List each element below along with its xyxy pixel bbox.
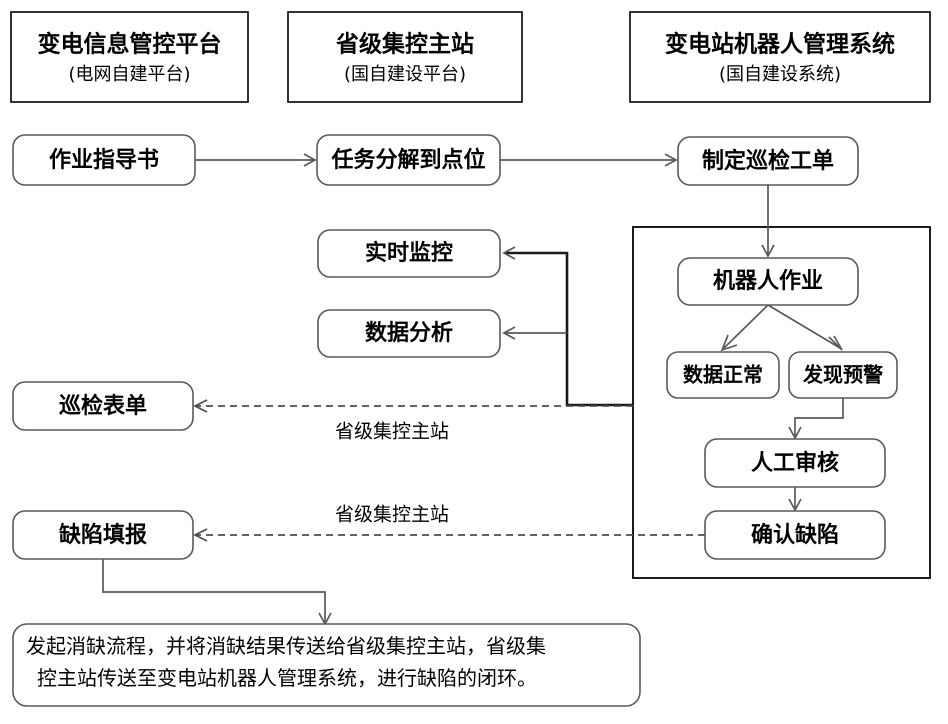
node-label-create-work-order: 制定巡检工单	[702, 148, 834, 174]
node-inspection-form[interactable]: 巡检表单	[12, 381, 194, 431]
summary-line-2: 控主站传送至变电站机器人管理系统，进行缺陷的闭环。	[37, 666, 537, 690]
header-subtitle-robot-system: (国自建设系统)	[719, 64, 841, 85]
header-box-platform-robot-system[interactable]: 变电站机器人管理系统 (国自建设系统)	[629, 11, 931, 103]
node-rect	[317, 309, 501, 358]
connector-manual-review-to-confirm-defect	[788, 487, 802, 512]
header-box-platform-provincial[interactable]: 省级集控主站 (国自建设平台)	[287, 11, 523, 103]
connector-robot-operation-to-data-normal	[720, 304, 769, 352]
connector-task-decompose-to-create-work-order	[500, 153, 678, 167]
summary-box-rect	[12, 623, 641, 707]
connector-panel-to-inspection-form	[193, 399, 633, 413]
node-confirm-defect[interactable]: 确认缺陷	[704, 510, 886, 560]
header-box-rect	[287, 11, 523, 103]
node-label-robot-operation: 机器人作业	[713, 269, 823, 294]
node-label-data-normal: 数据正常	[683, 363, 763, 387]
header-subtitle-provincial: (国自建设平台)	[344, 64, 466, 85]
node-label-defect-report: 缺陷填报	[59, 522, 147, 548]
connector-alarm-found-to-manual-review	[788, 398, 844, 440]
node-rect	[666, 351, 780, 399]
node-create-work-order[interactable]: 制定巡检工单	[677, 136, 859, 186]
node-rect	[788, 351, 898, 399]
node-alarm-found[interactable]: 发现预警	[788, 351, 898, 399]
node-label-manual-review: 人工审核	[751, 450, 839, 476]
node-label-task-decompose: 任务分解到点位	[330, 147, 485, 173]
edge-label-inspection-form: 省级集控主站	[335, 421, 449, 443]
node-work-instruction[interactable]: 作业指导书	[12, 134, 196, 186]
connector-panel-to-monitoring-trunk	[502, 246, 633, 407]
node-defect-report[interactable]: 缺陷填报	[12, 510, 194, 560]
node-manual-review[interactable]: 人工审核	[704, 438, 886, 488]
node-label-data-analysis: 数据分析	[365, 320, 453, 346]
robot-system-panel	[632, 226, 931, 579]
node-label-realtime-monitor: 实时监控	[365, 240, 453, 266]
connector-confirm-defect-to-defect-report	[193, 528, 705, 542]
header-title-robot-system: 变电站机器人管理系统	[665, 31, 895, 58]
header-box-rect	[10, 11, 249, 103]
header-title-substation-info: 变电信息管控平台	[38, 31, 222, 58]
connector-defect-report-to-summary	[102, 558, 332, 626]
node-rect	[677, 136, 859, 186]
node-label-confirm-defect: 确认缺陷	[751, 522, 839, 548]
connector-trunk-to-data-analysis	[502, 326, 567, 340]
connector-robot-operation-to-alarm-found	[767, 304, 843, 351]
node-data-analysis[interactable]: 数据分析	[317, 309, 501, 358]
node-rect	[12, 510, 194, 560]
node-rect	[12, 134, 196, 186]
node-data-normal[interactable]: 数据正常	[666, 351, 780, 399]
node-rect	[317, 229, 501, 278]
node-rect	[677, 257, 859, 306]
node-summary-box[interactable]: 发起消缺流程，并将消缺结果传送给省级集控主站，省级集 控主站传送至变电站机器人管…	[12, 623, 641, 707]
node-robot-operation[interactable]: 机器人作业	[677, 257, 859, 306]
node-rect	[704, 438, 886, 488]
header-box-rect	[629, 11, 931, 103]
node-rect	[12, 381, 194, 431]
header-box-platform-substation-info[interactable]: 变电信息管控平台 (电网自建平台)	[10, 11, 249, 103]
node-label-work-instruction: 作业指导书	[49, 148, 159, 173]
edge-label-defect-report: 省级集控主站	[335, 504, 449, 526]
node-task-decompose[interactable]: 任务分解到点位	[316, 134, 501, 186]
node-realtime-monitor[interactable]: 实时监控	[317, 229, 501, 278]
header-subtitle-substation-info: (电网自建平台)	[68, 64, 190, 85]
node-label-inspection-form: 巡检表单	[59, 393, 147, 419]
connector-work-order-to-robot-operation	[761, 185, 775, 258]
connector-work-instruction-to-task-decompose	[195, 153, 317, 167]
header-title-provincial: 省级集控主站	[335, 31, 474, 58]
node-label-alarm-found: 发现预警	[802, 363, 883, 387]
node-rect	[316, 134, 501, 186]
node-rect	[704, 510, 886, 560]
summary-line-1: 发起消缺流程，并将消缺结果传送给省级集控主站，省级集	[26, 634, 546, 658]
